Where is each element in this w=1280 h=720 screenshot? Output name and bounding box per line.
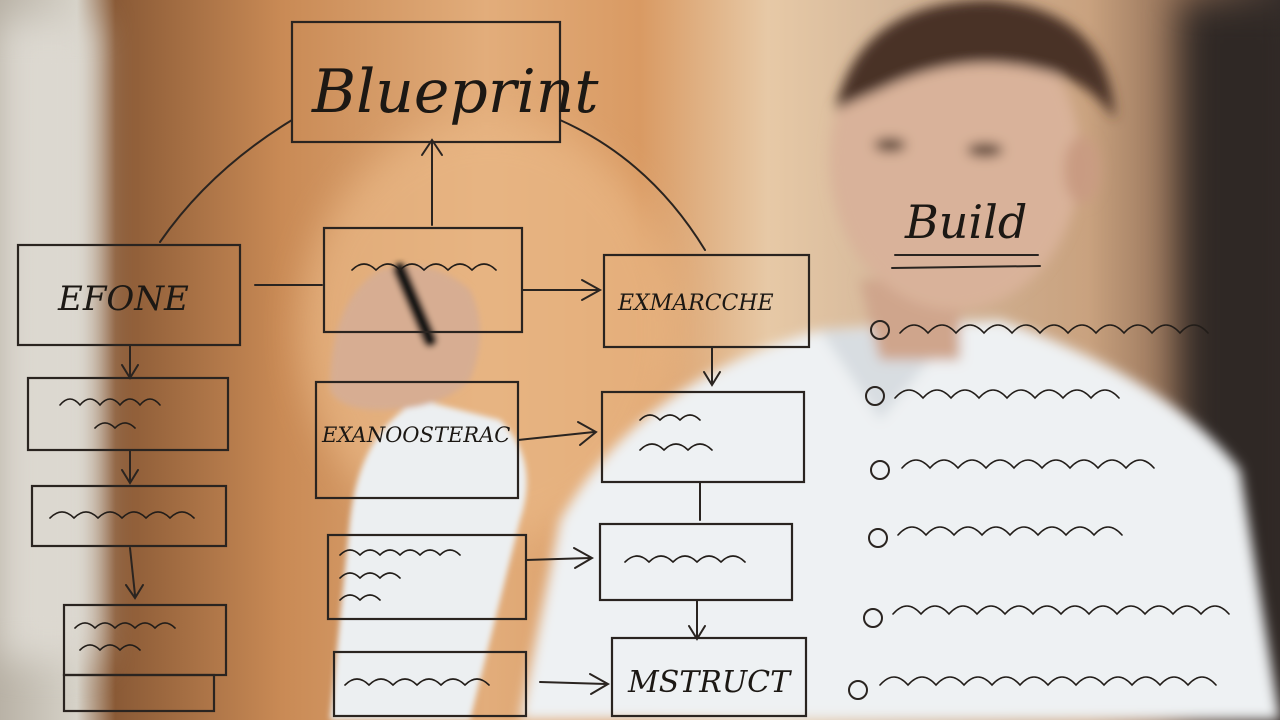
scribble-3 (74, 622, 176, 652)
board-title: Blueprint (311, 57, 599, 127)
scribble-5 (339, 549, 461, 602)
arrow-right-4 (539, 673, 611, 695)
bullet (865, 386, 885, 406)
scribble-8 (624, 555, 746, 564)
bottom-box-label: MSTRUCT (627, 665, 792, 700)
mid-box-label: EXANOOSTERAC (321, 423, 510, 447)
heading-underline (891, 254, 1041, 269)
bottom-box (610, 636, 808, 718)
scribble-1 (59, 398, 161, 430)
left-box-3 (30, 484, 228, 548)
list-item (892, 605, 1230, 616)
arc-right (559, 119, 706, 251)
section-heading: Build (904, 195, 1027, 249)
right-box (602, 253, 811, 349)
arrow-down-4 (703, 347, 721, 387)
right-box-label: EXMARCCHE (617, 291, 774, 316)
mid-bottom-box (332, 650, 528, 718)
left-box-5 (62, 673, 216, 713)
list-item (899, 324, 1209, 335)
left-box-4 (62, 603, 228, 677)
list-item (894, 389, 1120, 400)
scribble-6 (344, 678, 490, 687)
right-box-2 (600, 390, 806, 484)
bullet (870, 460, 890, 480)
mid-low-box (326, 533, 528, 621)
arrow-right-2 (517, 421, 598, 446)
bullet (848, 680, 868, 700)
list-item (901, 459, 1155, 470)
arrow-down-3 (125, 547, 144, 600)
arrow-down-2 (121, 449, 139, 485)
arrow-right-1 (521, 279, 603, 301)
mid-top-box (322, 226, 524, 334)
bullet (868, 528, 888, 548)
man (520, 0, 1280, 720)
list-item (897, 526, 1123, 537)
bullet (863, 608, 883, 628)
list-item (879, 676, 1217, 687)
scribble-7 (639, 414, 713, 452)
left-box-2 (26, 376, 230, 452)
title-box (290, 20, 562, 144)
arrow-right-3 (525, 547, 595, 569)
arrow-up (421, 138, 443, 226)
window-light (0, 20, 95, 660)
left-box-label: EFONE (57, 279, 189, 319)
bullet (870, 320, 890, 340)
arrow-down-1 (121, 344, 139, 380)
arrow-down-6 (688, 599, 706, 641)
scribble-4 (351, 263, 497, 272)
hand (330, 263, 527, 720)
scribble-2 (49, 511, 195, 520)
build-list (848, 320, 1230, 700)
arc-left (159, 119, 293, 243)
